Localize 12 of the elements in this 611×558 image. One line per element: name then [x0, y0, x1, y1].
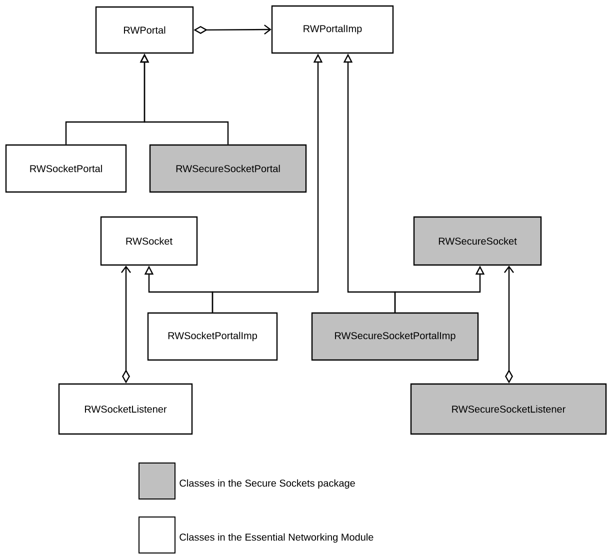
legend-label: Classes in the Secure Sockets package — [180, 479, 355, 489]
class-box: RWSocketListener — [58, 383, 193, 435]
class-box: RWSecureSocketPortalImp — [311, 312, 479, 361]
class-box: RWSocketPortalImp — [147, 312, 278, 361]
class-box: RWSecureSocketListener — [410, 383, 607, 435]
class-box: RWSocket — [100, 216, 198, 266]
class-box: RWSecureSocket — [413, 216, 542, 266]
class-box: RWSecureSocketPortal — [149, 144, 307, 193]
legend-label: Classes in the Essential Networking Module — [180, 533, 374, 543]
class-box: RWSocketPortal — [5, 144, 127, 193]
class-box: RWPortalImp — [271, 5, 394, 54]
class-box: RWPortal — [95, 6, 194, 54]
